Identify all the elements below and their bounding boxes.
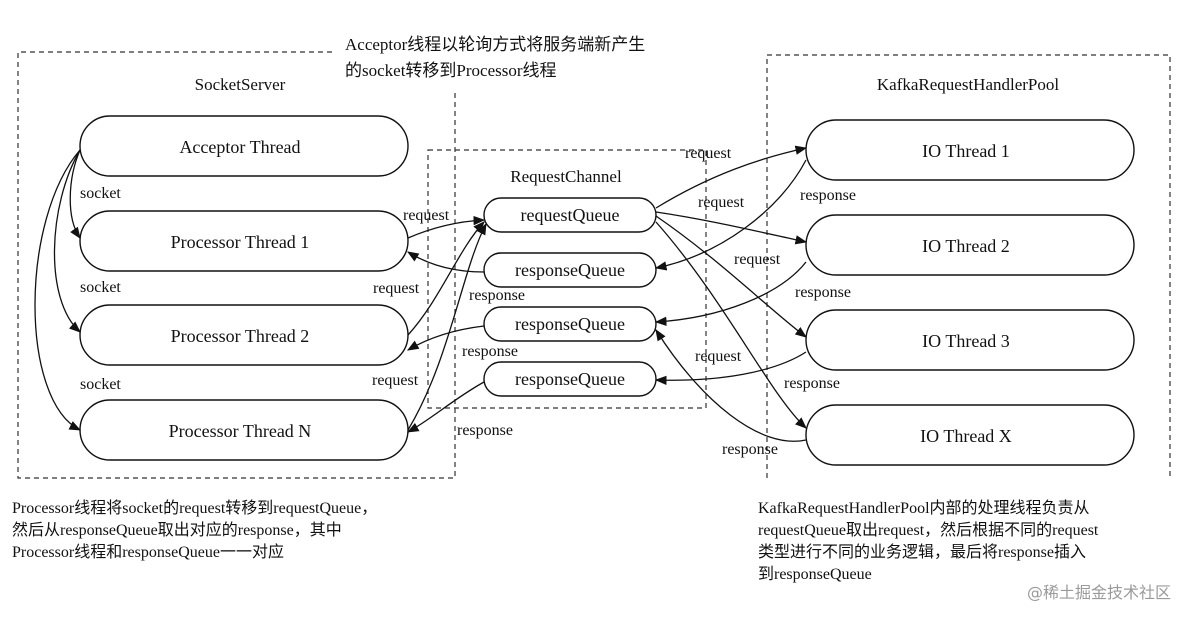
edge-response-queue-2-to-processor-2 — [406, 325, 485, 351]
io-thread-x-node — [805, 404, 1135, 466]
io-thread-3-label: IO Thread 3 — [922, 331, 1010, 351]
io-thread-3-node — [805, 309, 1135, 371]
io-1-response-label: response — [800, 187, 856, 204]
processor-thread-2-label: Processor Thread 2 — [171, 326, 310, 346]
processor-n-request-label: request — [372, 372, 419, 389]
io-x-response-label: response — [722, 441, 778, 458]
edge-response-queue-3-to-processor-n — [406, 381, 485, 433]
io-thread-2-label: IO Thread 2 — [922, 236, 1010, 256]
handlerpool-title: KafkaRequestHandlerPool — [877, 75, 1060, 94]
io-thread-2-node — [805, 214, 1135, 276]
edge-request-queue-to-io-1 — [655, 145, 808, 209]
edge-processor-n-to-request-queue — [407, 222, 487, 431]
edge-io-1-to-response-queue-1 — [654, 159, 807, 271]
edge-io-3-to-response-queue-3 — [654, 351, 807, 386]
edge-io-x-to-response-queue-2 — [655, 329, 807, 442]
socket-label-1: socket — [80, 185, 121, 202]
response-queue-3-label: responseQueue — [515, 369, 625, 389]
edge-acceptor-to-processor-2 — [53, 149, 81, 333]
watermark: @稀土掘金技术社区 — [1026, 583, 1171, 602]
response-queue-1-response-label: response — [469, 287, 525, 304]
requestchannel-title: RequestChannel — [510, 167, 622, 186]
edge-processor-2-to-request-queue — [407, 221, 485, 336]
bottom-left-note: Processor线程将socket的request转移到requestQueu… — [12, 500, 378, 561]
io-2-request-label: request — [698, 194, 745, 211]
socket-label-3: socket — [80, 376, 121, 393]
edge-request-queue-to-io-3 — [655, 215, 807, 338]
edge-acceptor-to-processor-1 — [69, 149, 81, 239]
processor-1-request-label: request — [403, 207, 450, 224]
acceptor-thread-label: Acceptor Thread — [179, 137, 300, 157]
io-3-request-label: request — [734, 251, 781, 268]
io-2-response-label: response — [795, 284, 851, 301]
requestchannel-boundary — [427, 149, 707, 409]
top-note-line2: 的socket转移到Processor线程 — [345, 61, 557, 80]
edge-response-queue-1-to-processor-1 — [407, 251, 485, 273]
acceptor-thread-node — [79, 115, 409, 177]
edge-request-queue-to-io-2 — [655, 211, 808, 245]
response-queue-1-label: responseQueue — [515, 260, 625, 280]
processor-thread-1-label: Processor Thread 1 — [171, 232, 310, 252]
io-thread-1-label: IO Thread 1 — [922, 141, 1010, 161]
edge-processor-1-to-request-queue — [407, 215, 486, 239]
response-queue-2-label: responseQueue — [515, 314, 625, 334]
processor-thread-1-node — [79, 210, 409, 272]
edge-acceptor-to-processor-n — [34, 149, 82, 431]
socket-label-2: socket — [80, 279, 121, 296]
bottom-right-note: KafkaRequestHandlerPool内部的处理线程负责从 reques… — [758, 500, 1099, 583]
top-note-line1: Acceptor线程以轮询方式将服务端新产生 — [345, 35, 645, 54]
response-queue-2-response-label: response — [462, 343, 518, 360]
io-1-request-label: request — [685, 145, 732, 162]
io-thread-x-label: IO Thread X — [920, 426, 1012, 446]
request-queue-label: requestQueue — [521, 205, 620, 225]
edge-io-2-to-response-queue-2 — [654, 261, 807, 327]
io-3-response-label: response — [784, 375, 840, 392]
socketserver-boundary — [17, 51, 456, 479]
response-queue-3-response-label: response — [457, 422, 513, 439]
processor-2-request-label: request — [373, 280, 420, 297]
io-x-request-label: request — [695, 348, 742, 365]
socketserver-title: SocketServer — [195, 75, 286, 94]
request-queue-node — [483, 197, 657, 233]
handlerpool-boundary — [766, 54, 1171, 478]
processor-thread-n-label: Processor Thread N — [169, 421, 312, 441]
edge-request-queue-to-io-x — [655, 221, 807, 429]
